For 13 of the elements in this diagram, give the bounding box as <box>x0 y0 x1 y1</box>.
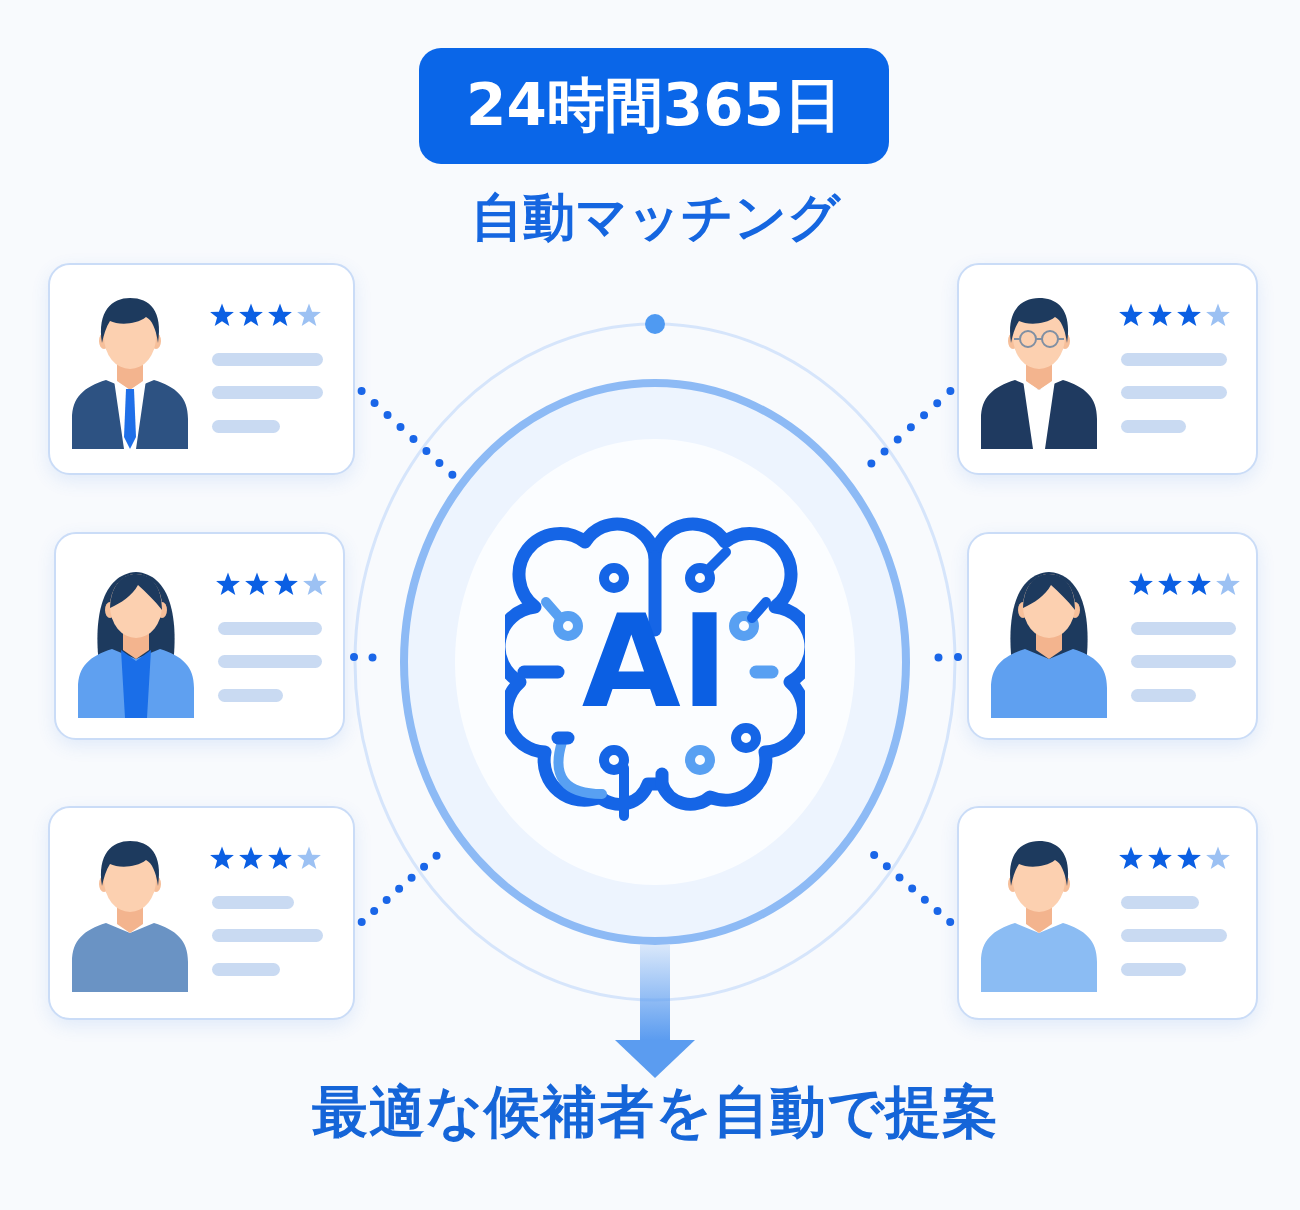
profile-card <box>957 263 1258 475</box>
profile-card <box>48 263 355 475</box>
profile-card <box>54 532 345 740</box>
arrow <box>615 945 695 1078</box>
profile-card <box>48 806 355 1020</box>
title-banner: 24時間365日 <box>419 48 889 164</box>
profile-card <box>967 532 1258 740</box>
dotted-connector <box>357 387 457 479</box>
ai-hub-circle <box>400 379 910 945</box>
subtitle: 自動マッチング <box>470 186 840 249</box>
profile-card <box>957 806 1258 1020</box>
result-text: 最適な候補者を自動で提案 <box>311 1078 999 1146</box>
ai-label: AI <box>581 598 729 726</box>
